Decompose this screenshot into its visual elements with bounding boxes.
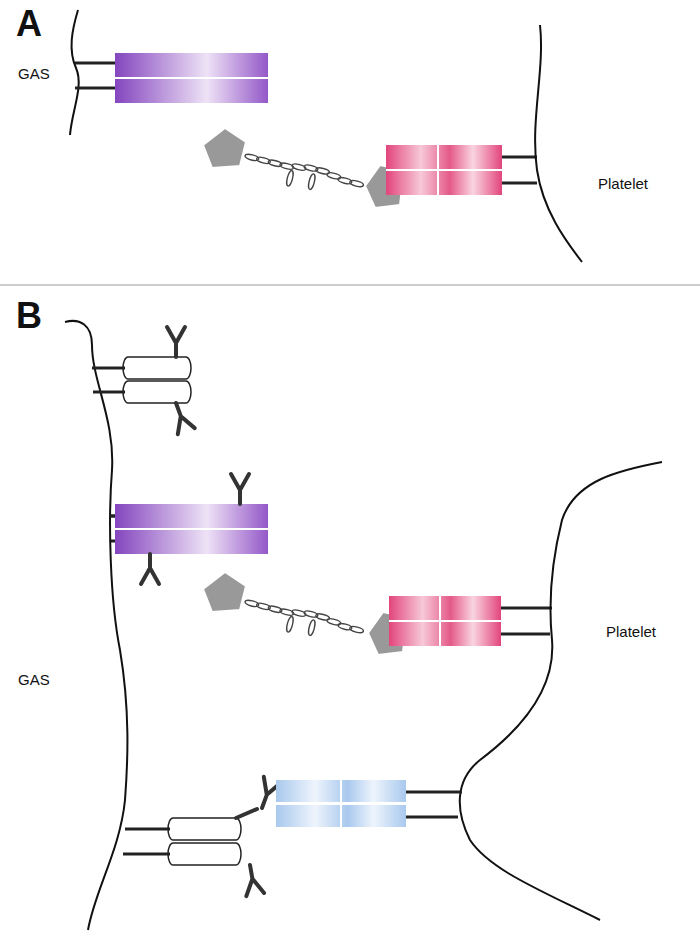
gas-membrane: [65, 321, 127, 930]
purple-receptor: [115, 504, 268, 528]
antibody: [167, 327, 185, 357]
surface-protein: [123, 381, 191, 403]
platelet-membrane: [535, 25, 582, 262]
antibody: [168, 400, 195, 434]
purple-receptor: [115, 53, 268, 77]
antibody: [141, 554, 159, 584]
surface-protein: [168, 818, 241, 840]
platelet-membrane: [460, 462, 662, 920]
gas-membrane: [70, 10, 79, 135]
cell-label: GAS: [18, 66, 50, 83]
pink-receptor: [389, 622, 501, 646]
surface-protein: [123, 357, 191, 379]
pink-receptor: [386, 171, 502, 195]
panel-divider: [0, 285, 700, 286]
panel-b-art: [58, 321, 662, 930]
purple-receptor: [115, 530, 268, 554]
cell-label: Platelet: [606, 624, 656, 641]
ligand-pentagon: [203, 572, 246, 612]
surface-protein: [168, 843, 241, 865]
antibody: [231, 474, 249, 504]
panel-a-art: [70, 10, 582, 262]
linker-chain: [240, 595, 365, 649]
purple-receptor: [115, 79, 268, 103]
panel-letter: A: [16, 4, 42, 44]
antibody: [241, 863, 264, 896]
panel-letter: B: [16, 296, 42, 336]
ligand-pentagon: [203, 128, 246, 168]
cell-label: Platelet: [598, 176, 648, 193]
linker-chain: [240, 149, 365, 203]
pink-receptor: [386, 145, 502, 169]
cell-label: GAS: [18, 672, 50, 689]
pink-receptor: [389, 596, 501, 620]
